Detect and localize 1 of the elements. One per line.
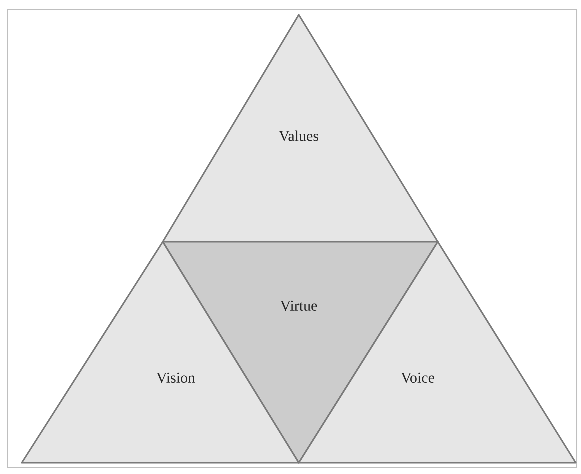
triangle: Values [162, 14, 439, 243]
